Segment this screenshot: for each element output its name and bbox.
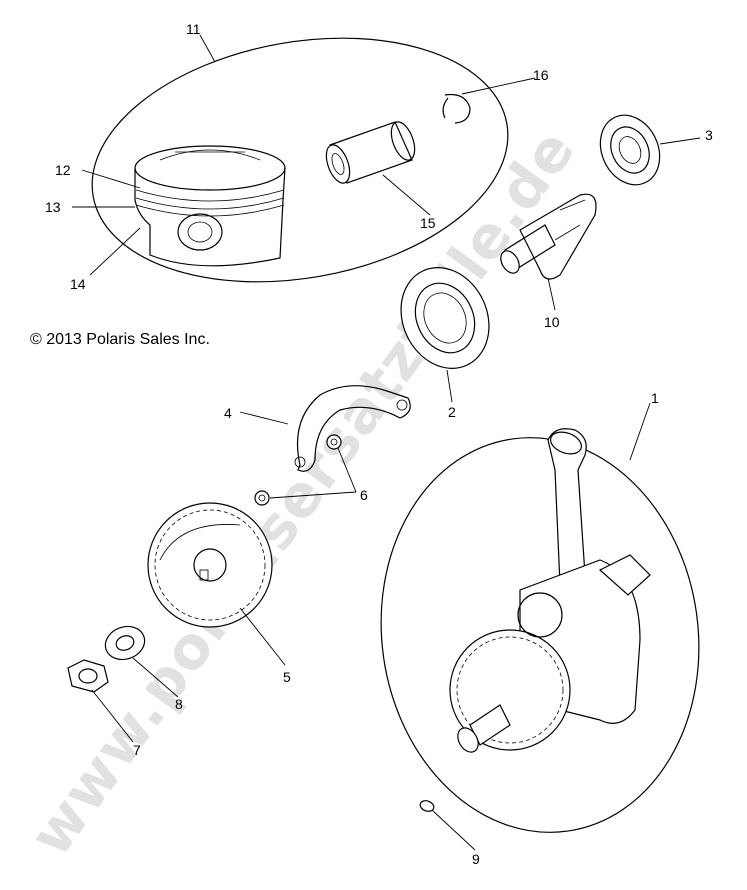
copyright-notice: © 2013 Polaris Sales Inc. — [30, 331, 210, 348]
callout-12: 12 — [55, 162, 71, 178]
callout-15: 15 — [420, 215, 436, 231]
leader-lines — [72, 34, 701, 851]
piston-group-ellipse — [91, 37, 509, 283]
bearing-small[interactable] — [589, 106, 670, 195]
screw[interactable] — [254, 434, 342, 506]
callout-13: 13 — [45, 199, 61, 215]
watermark-text: www.polarisersatzteile.de — [16, 117, 588, 869]
crankshaft-group-ellipse — [380, 437, 700, 833]
callout-8: 8 — [175, 696, 183, 712]
callout-1: 1 — [651, 390, 659, 406]
circlip[interactable] — [444, 93, 471, 124]
callout-5: 5 — [283, 669, 291, 685]
bearing-large[interactable] — [385, 253, 505, 383]
callout-6: 6 — [360, 487, 368, 503]
callout-2: 2 — [448, 404, 456, 420]
dowel-pin[interactable] — [419, 799, 436, 813]
drive-gear[interactable] — [147, 502, 273, 628]
balance-shaft[interactable] — [497, 193, 597, 280]
callout-16: 16 — [533, 67, 549, 83]
callout-14: 14 — [70, 276, 86, 292]
callout-4: 4 — [224, 405, 232, 421]
callout-11: 11 — [186, 21, 201, 37]
callout-3: 3 — [705, 127, 713, 143]
callout-10: 10 — [544, 314, 560, 330]
callout-9: 9 — [472, 851, 480, 867]
piston-assembly[interactable] — [134, 145, 286, 267]
piston-pin[interactable] — [322, 119, 419, 186]
hex-nut[interactable] — [67, 659, 109, 693]
retainer-plate[interactable] — [296, 385, 411, 472]
callout-7: 7 — [133, 742, 141, 758]
washer[interactable] — [101, 621, 150, 665]
crankshaft-assembly[interactable] — [449, 428, 651, 756]
